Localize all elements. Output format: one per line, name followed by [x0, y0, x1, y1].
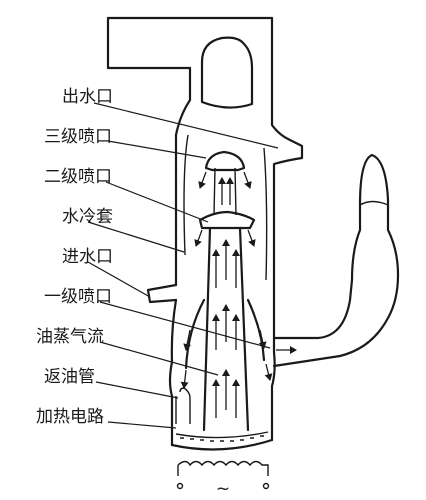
exhaust-pipe — [272, 153, 400, 368]
label-water-jacket: 水冷套 — [62, 207, 113, 227]
label-water-inlet: 进水口 — [62, 247, 113, 267]
oil-pool — [175, 431, 269, 442]
water-inlet-stub — [146, 283, 178, 304]
label-first-nozzle: 一级喷口 — [44, 287, 112, 307]
oil-return-pipe — [175, 387, 191, 424]
vapor-arrows-up — [212, 177, 240, 418]
chimney-outer — [202, 226, 250, 432]
exhaust-pipe-inner — [359, 200, 389, 206]
label-oil-return-pipe: 返油管 — [44, 367, 95, 387]
left-upper-wall — [174, 66, 192, 287]
label-water-outlet: 出水口 — [62, 87, 113, 107]
label-second-nozzle: 二级喷口 — [44, 167, 112, 187]
heating-circuit — [176, 460, 270, 490]
jet-arrows-down — [180, 171, 273, 389]
first-stage-nozzle — [184, 298, 266, 370]
third-stage-nozzle — [204, 150, 246, 172]
label-heating-circuit: 加热电路 — [36, 407, 104, 427]
top-port-outline — [106, 16, 304, 354]
second-stage-nozzle — [198, 210, 256, 230]
chimney-upper — [213, 167, 237, 216]
label-third-nozzle: 三级喷口 — [44, 127, 112, 147]
top-baffle — [200, 36, 254, 109]
pump-boiler-bottom — [170, 438, 274, 451]
ac-power-symbol: ~ — [216, 479, 230, 499]
label-oil-vapor-flow: 油蒸气流 — [36, 327, 104, 347]
pump-body-right — [270, 350, 276, 442]
leader-lines — [87, 102, 279, 429]
water-jacket-outline — [183, 134, 268, 281]
